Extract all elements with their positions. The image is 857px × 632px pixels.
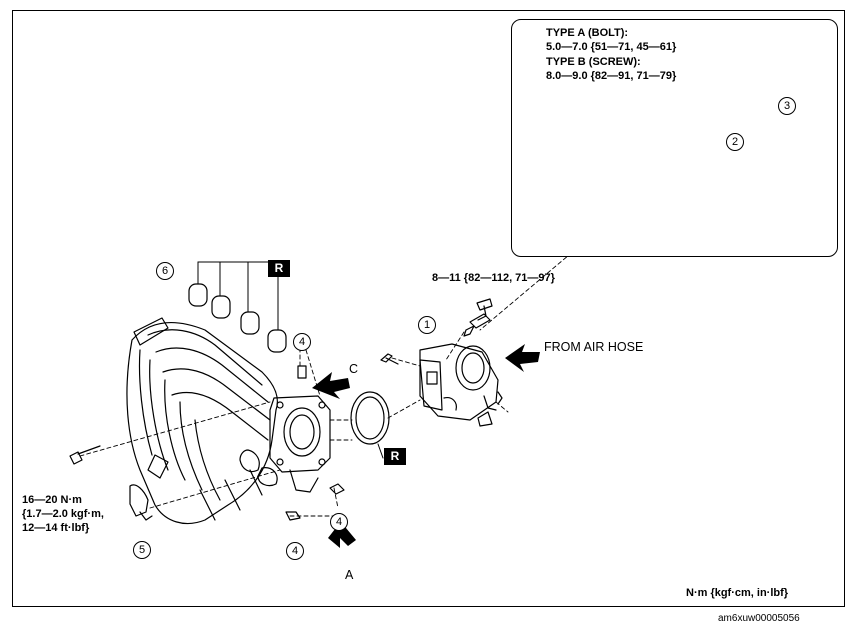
callout-4-lower: 4 (286, 542, 304, 560)
replace-badge-gaskets: R (268, 260, 290, 277)
diagram-frame (12, 10, 845, 607)
callout-6: 6 (156, 262, 174, 280)
throttle-body (419, 343, 503, 427)
type-a-torque: 5.0—7.0 {51—71, 45—61} (546, 41, 677, 53)
replace-badge-ring: R (384, 448, 406, 465)
intake-manifold (126, 317, 278, 525)
view-a-label: A (345, 568, 354, 582)
type-b-torque: 8.0—9.0 {82—91, 71—79} (546, 70, 677, 82)
inset-detail-box (511, 19, 838, 257)
direction-arrows (312, 344, 540, 548)
units-legend: N·m {kgf·cm, in·lbf} (686, 587, 789, 599)
callout-4-right: 4 (330, 513, 348, 531)
callout-4-upper: 4 (293, 333, 311, 351)
small-bolts (69, 353, 399, 521)
manifold-torque-line1: 16—20 N·m (22, 494, 82, 506)
manifold-throttle-flange (269, 395, 331, 493)
callout-3: 3 (778, 97, 796, 115)
from-air-hose-label: FROM AIR HOSE (544, 340, 644, 354)
throttle-gasket-ring (350, 391, 390, 459)
throttle-bolt-torque: 8—11 {82—112, 71—97} (432, 272, 555, 284)
type-a-title: TYPE A (BOLT): (546, 27, 629, 39)
manifold-torque-line2: {1.7—2.0 kgf·m, (22, 508, 104, 520)
callout-2: 2 (726, 133, 744, 151)
callout-1: 1 (418, 316, 436, 334)
type-b-title: TYPE B (SCREW): (546, 56, 641, 68)
figure-id: am6xuw00005056 (718, 613, 800, 624)
manifold-gaskets (188, 261, 287, 353)
manifold-torque-line3: 12—14 ft·lbf} (22, 522, 90, 534)
throttle-bolt (463, 298, 493, 337)
callout-5: 5 (133, 541, 151, 559)
view-c-label: C (349, 362, 359, 376)
